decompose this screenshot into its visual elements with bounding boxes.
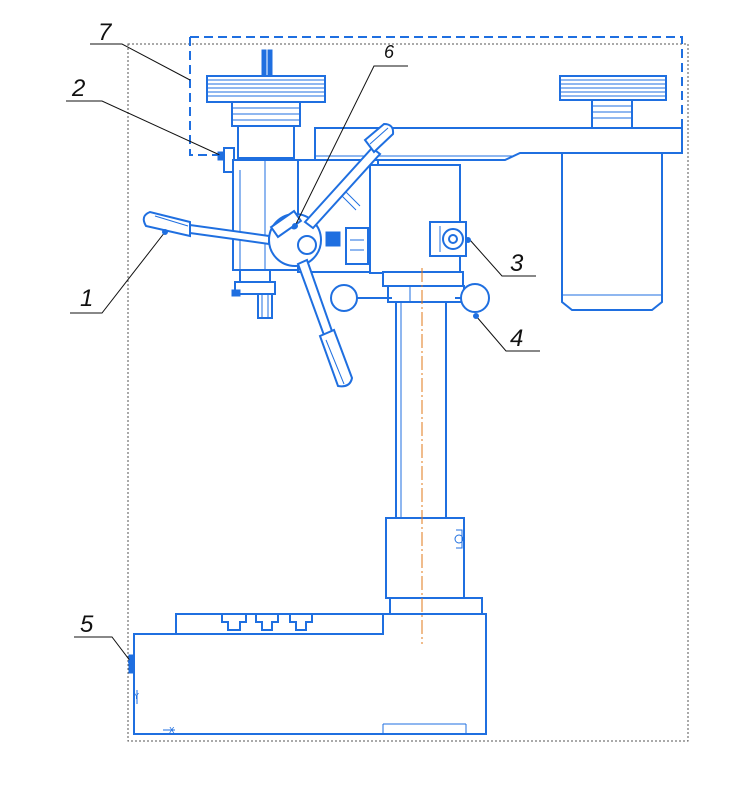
callout-1: 1 bbox=[70, 229, 168, 314]
callout-label-5: 5 bbox=[80, 611, 94, 638]
axis-mark-x: X bbox=[169, 726, 175, 735]
spindle-head bbox=[231, 159, 461, 319]
feed-handle-up bbox=[303, 122, 395, 230]
axis-mark-y: Y bbox=[133, 692, 139, 701]
callout-label-7: 7 bbox=[98, 19, 113, 46]
feed-handle-left bbox=[142, 210, 270, 246]
motor-pulley bbox=[559, 75, 667, 129]
origin-marker: Y X bbox=[133, 690, 175, 735]
callout-label-2: 2 bbox=[71, 75, 85, 102]
callout-label-6: 6 bbox=[384, 42, 395, 62]
feed-handle-down bbox=[296, 258, 354, 388]
callout-3: 3 bbox=[465, 237, 536, 277]
callout-5: 5 bbox=[74, 611, 134, 665]
work-table bbox=[175, 613, 384, 634]
callout-label-3: 3 bbox=[510, 250, 524, 277]
callout-7: 7 bbox=[90, 19, 191, 81]
callout-4: 4 bbox=[473, 313, 540, 352]
callout-label-4: 4 bbox=[510, 325, 523, 352]
drawing-frame bbox=[127, 43, 689, 742]
column-clamp bbox=[330, 271, 490, 313]
callout-label-1: 1 bbox=[80, 285, 93, 312]
spindle-pulley bbox=[206, 49, 326, 159]
lock-lever bbox=[217, 147, 235, 173]
column-sleeve bbox=[385, 517, 483, 615]
callout-2: 2 bbox=[66, 75, 225, 159]
column bbox=[395, 301, 447, 521]
switch-knob bbox=[429, 221, 467, 257]
callout-6: 6 bbox=[292, 42, 408, 229]
base bbox=[133, 613, 487, 735]
motor bbox=[561, 152, 663, 311]
